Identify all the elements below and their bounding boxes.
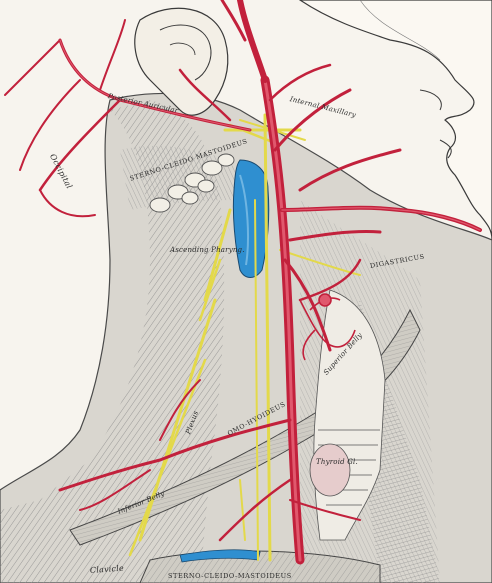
thyroid-gland (309, 443, 351, 497)
ear (134, 7, 229, 116)
nerves (128, 113, 361, 562)
face-profile (298, 0, 492, 241)
lymph-nodes (149, 153, 235, 213)
label-thyroid-gl: Thyroid Gl. (316, 458, 358, 466)
internal-jugular-vein (232, 159, 270, 278)
label-sterno-cleido-mastoideus-lower: STERNO-CLEIDO-MASTOIDEUS (168, 572, 292, 580)
superior-thyroid-network (299, 293, 356, 361)
label-ascending-pharyngeal: Ascending Pharyng. (170, 246, 245, 254)
